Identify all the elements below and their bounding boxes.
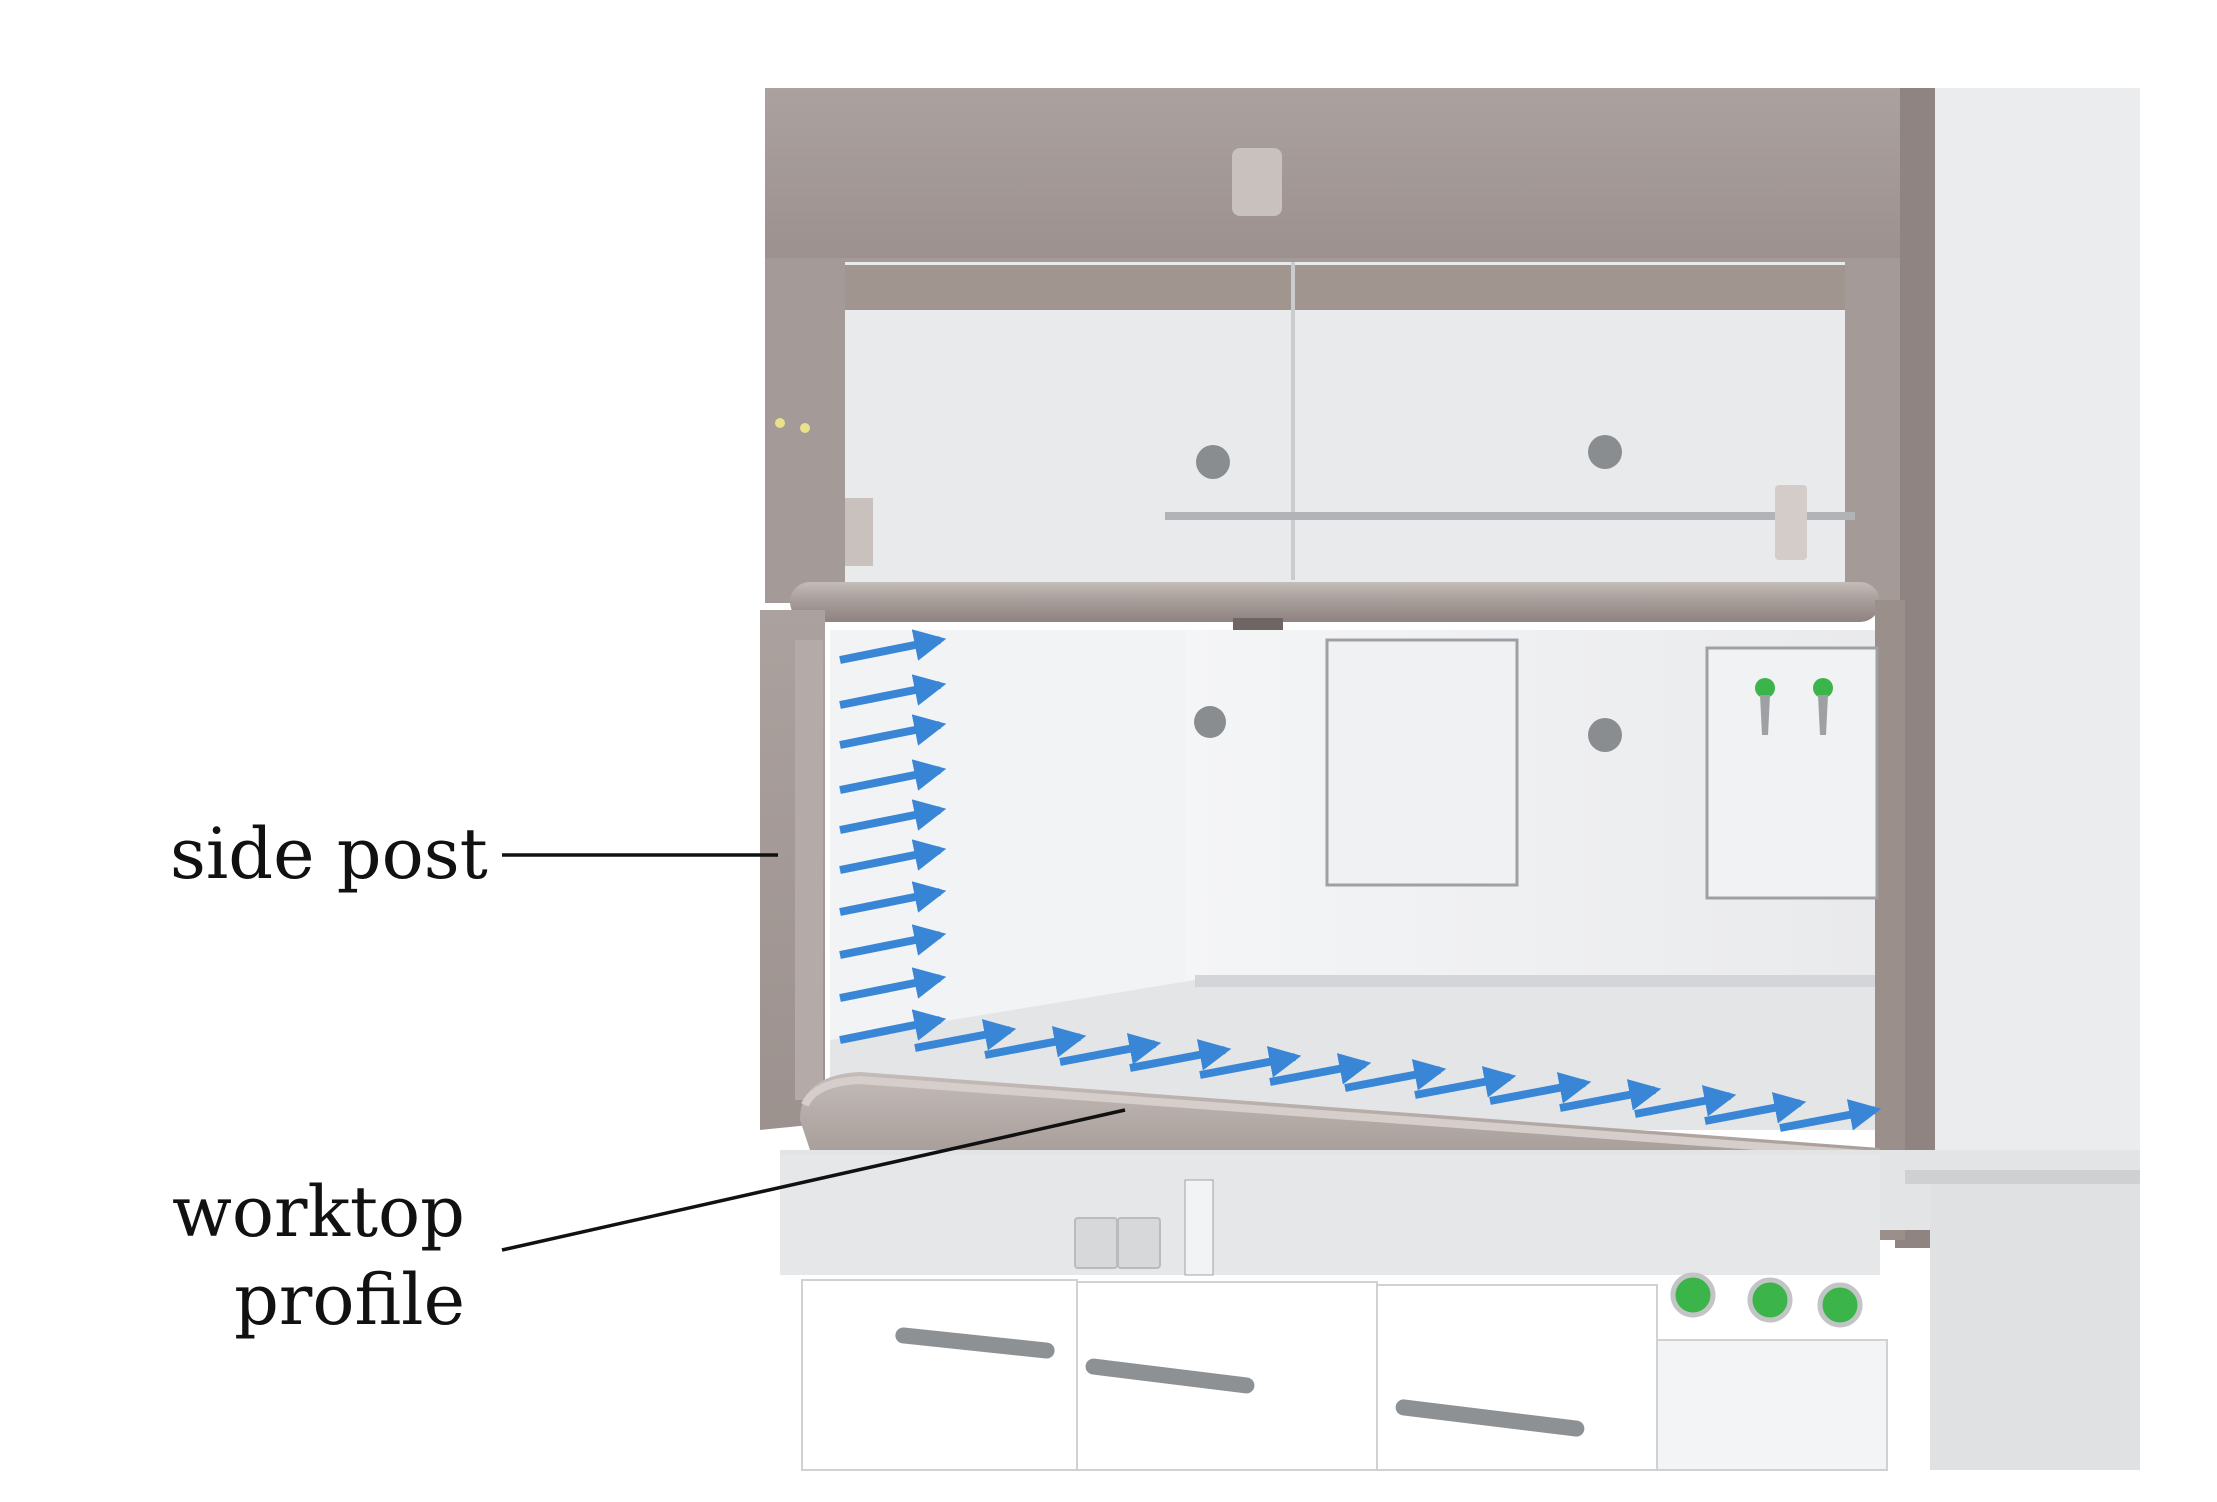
airflow-arrow — [1779, 1099, 1882, 1132]
door-handle — [1085, 1358, 1255, 1394]
side-airflow-arrows — [839, 629, 947, 1044]
airflow-arrow — [1414, 1066, 1517, 1099]
worktop-profile-highlight — [801, 1075, 1879, 1159]
airflow-arrow — [1704, 1092, 1807, 1125]
gas-tap — [1755, 678, 1775, 735]
info-label — [1184, 1179, 1214, 1276]
base-side-top — [1905, 1170, 2140, 1184]
airflow-arrow — [1344, 1059, 1447, 1092]
control-knob — [1817, 1282, 1863, 1328]
worktop-profile-label-line1: worktop — [171, 1171, 465, 1253]
worktop-airflow-arrows — [914, 1019, 1882, 1132]
airflow-arrow — [839, 674, 947, 709]
airflow-arrow — [1634, 1085, 1737, 1118]
hood-canopy — [765, 88, 1900, 258]
service-strip — [780, 1155, 1880, 1275]
worktop-profile-label-line2: profile — [234, 1259, 465, 1341]
valve-knob — [1588, 435, 1622, 469]
airflow-arrow — [1129, 1039, 1232, 1072]
indicator-light — [775, 418, 785, 428]
sash-top-bar — [845, 265, 1845, 310]
airflow-arrow — [839, 881, 947, 916]
airflow-arrow — [1199, 1046, 1302, 1079]
indicator-light — [800, 423, 810, 433]
airflow-arrow — [1269, 1053, 1372, 1086]
upper-sash-interior — [845, 262, 1845, 582]
airflow-arrow — [1059, 1033, 1162, 1066]
control-knob — [1747, 1277, 1793, 1323]
airflow-arrow — [984, 1026, 1087, 1059]
valve-knob — [1588, 718, 1622, 752]
door-handle — [1395, 1399, 1585, 1437]
door-handle — [895, 1327, 1055, 1359]
airflow-arrow — [1489, 1072, 1592, 1105]
sash-handle-bar — [790, 582, 1880, 622]
upper-rail — [1165, 512, 1855, 520]
power-socket — [1074, 1217, 1118, 1269]
airflow-arrow — [1559, 1079, 1662, 1112]
airflow-arrow — [914, 1019, 1017, 1052]
airflow-arrow — [839, 967, 947, 1002]
airflow-arrow — [839, 924, 947, 959]
right-post — [1875, 600, 1905, 1240]
cupboard-door — [1656, 1339, 1888, 1471]
airflow-arrow — [839, 1009, 947, 1044]
sash-right-handle — [1775, 485, 1807, 560]
sash-left-handle — [845, 498, 873, 566]
service-panel — [1705, 646, 1879, 900]
canopy-handle — [1232, 148, 1282, 216]
power-socket — [1117, 1217, 1161, 1269]
valve-knob — [1194, 706, 1226, 738]
worktop-back-edge — [1195, 975, 1875, 987]
gas-tap — [1813, 678, 1833, 735]
base-side-panel — [1930, 1170, 2140, 1470]
side-post-inner — [795, 640, 823, 1100]
side-post-label: side post — [170, 813, 488, 895]
control-knob — [1670, 1272, 1716, 1318]
worktop-profile-label: worktop profile — [172, 1168, 465, 1344]
airflow-arrow — [839, 629, 947, 664]
hood-side-panel — [1930, 88, 2140, 1203]
worktop-profile-leader-line — [501, 1108, 1126, 1252]
back-panel — [1325, 638, 1519, 887]
cupboard-door — [801, 1279, 1078, 1471]
valve-knob — [1196, 445, 1230, 479]
airflow-arrow — [839, 839, 947, 874]
airflow-arrow — [839, 714, 947, 749]
airflow-arrow — [839, 759, 947, 794]
cupboard-door — [1376, 1284, 1658, 1471]
airflow-arrow — [839, 799, 947, 834]
